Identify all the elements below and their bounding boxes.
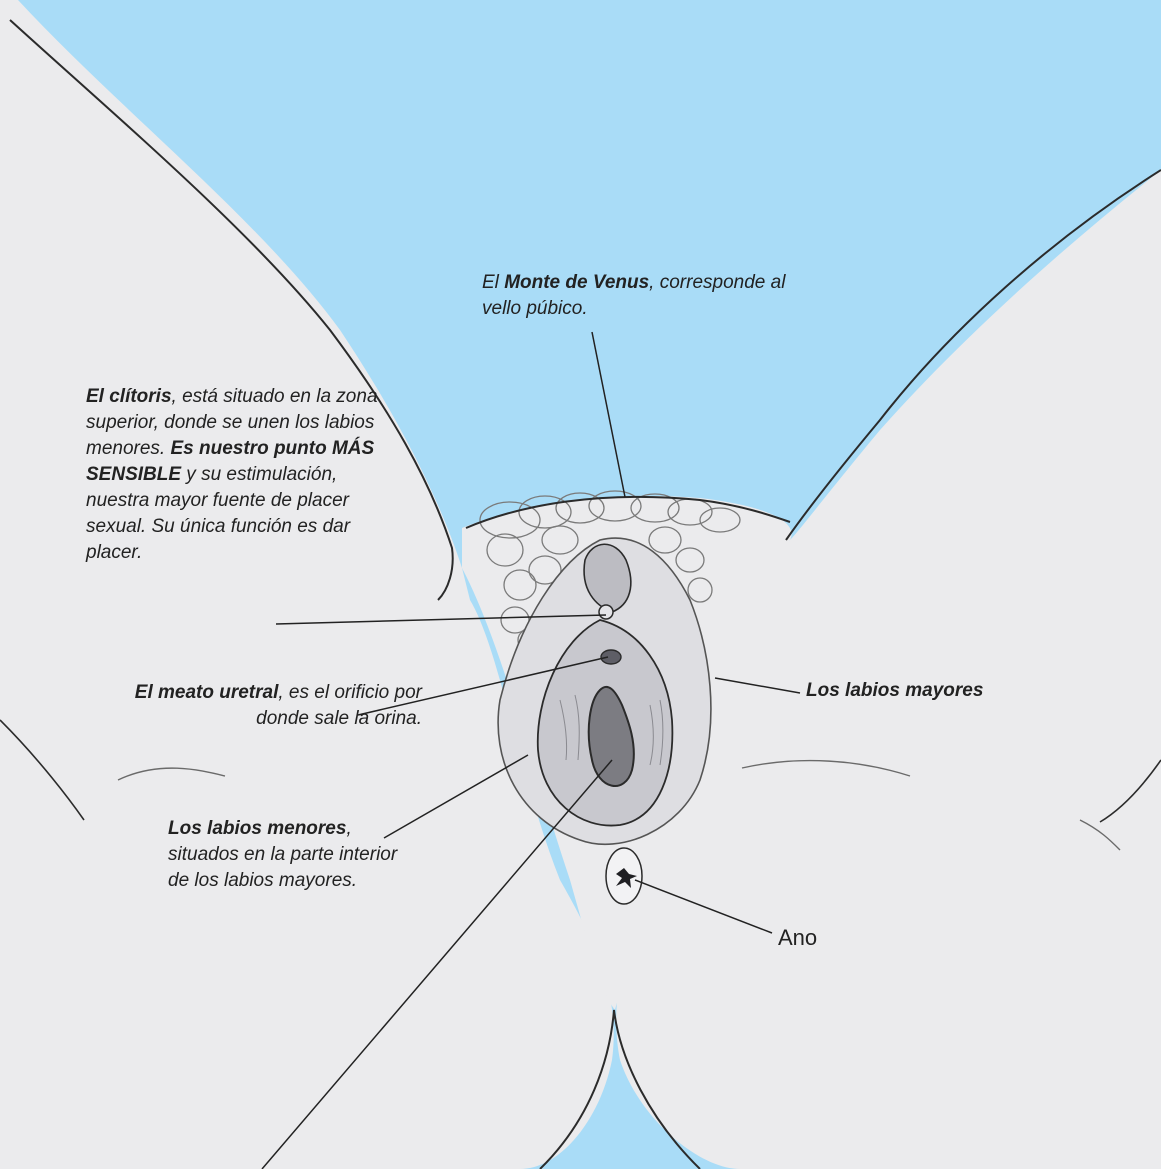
label-ano: Ano bbox=[778, 925, 817, 951]
mayores-bold: Los labios mayores bbox=[806, 680, 983, 701]
clitoris-shape bbox=[599, 605, 613, 619]
menores-bold: Los labios menores bbox=[168, 818, 346, 839]
label-meato-uretral: El meato uretral, es el orificio por don… bbox=[102, 680, 422, 732]
meato-text: , es el orificio por donde sale la orina… bbox=[256, 682, 422, 729]
label-labios-mayores: Los labios mayores bbox=[806, 678, 1046, 704]
urethral-meatus-shape bbox=[601, 650, 621, 664]
clitoris-bold-1: El clítoris bbox=[86, 386, 172, 407]
leader-line-monte bbox=[592, 332, 625, 497]
meato-bold: El meato uretral bbox=[135, 682, 279, 703]
label-labios-menores: Los labios menores, situados en la parte… bbox=[168, 816, 408, 894]
label-clitoris: El clítoris, está situado en la zona sup… bbox=[86, 384, 386, 566]
monte-prefix: El bbox=[482, 272, 504, 293]
label-monte-de-venus: El Monte de Venus, corresponde al vello … bbox=[482, 270, 802, 322]
ano-text: Ano bbox=[778, 925, 817, 950]
monte-bold: Monte de Venus bbox=[504, 272, 649, 293]
